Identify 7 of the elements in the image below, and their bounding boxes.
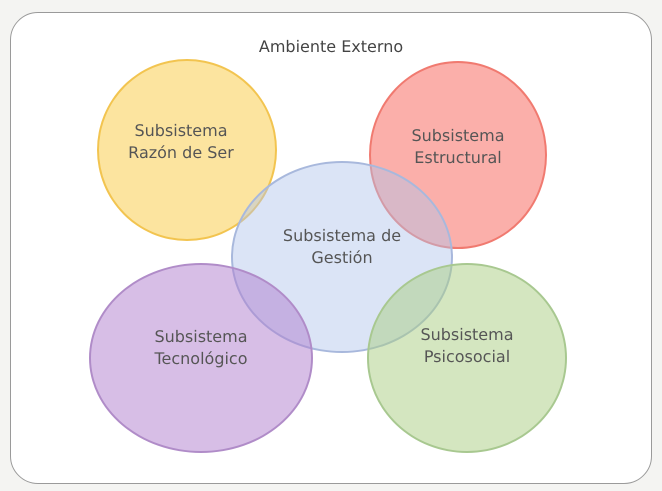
environment-title: Ambiente Externo [258, 37, 404, 56]
subsystem-label: Subsistema Estructural [410, 125, 506, 169]
environment-panel [10, 12, 652, 484]
subsystem-label: Subsistema Psicosocial [419, 324, 515, 368]
subsystem-label: Subsistema Razón de Ser [127, 120, 235, 164]
subsystem-label: Subsistema de Gestión [282, 225, 402, 269]
subsystem-label: Subsistema Tecnológico [153, 326, 249, 370]
